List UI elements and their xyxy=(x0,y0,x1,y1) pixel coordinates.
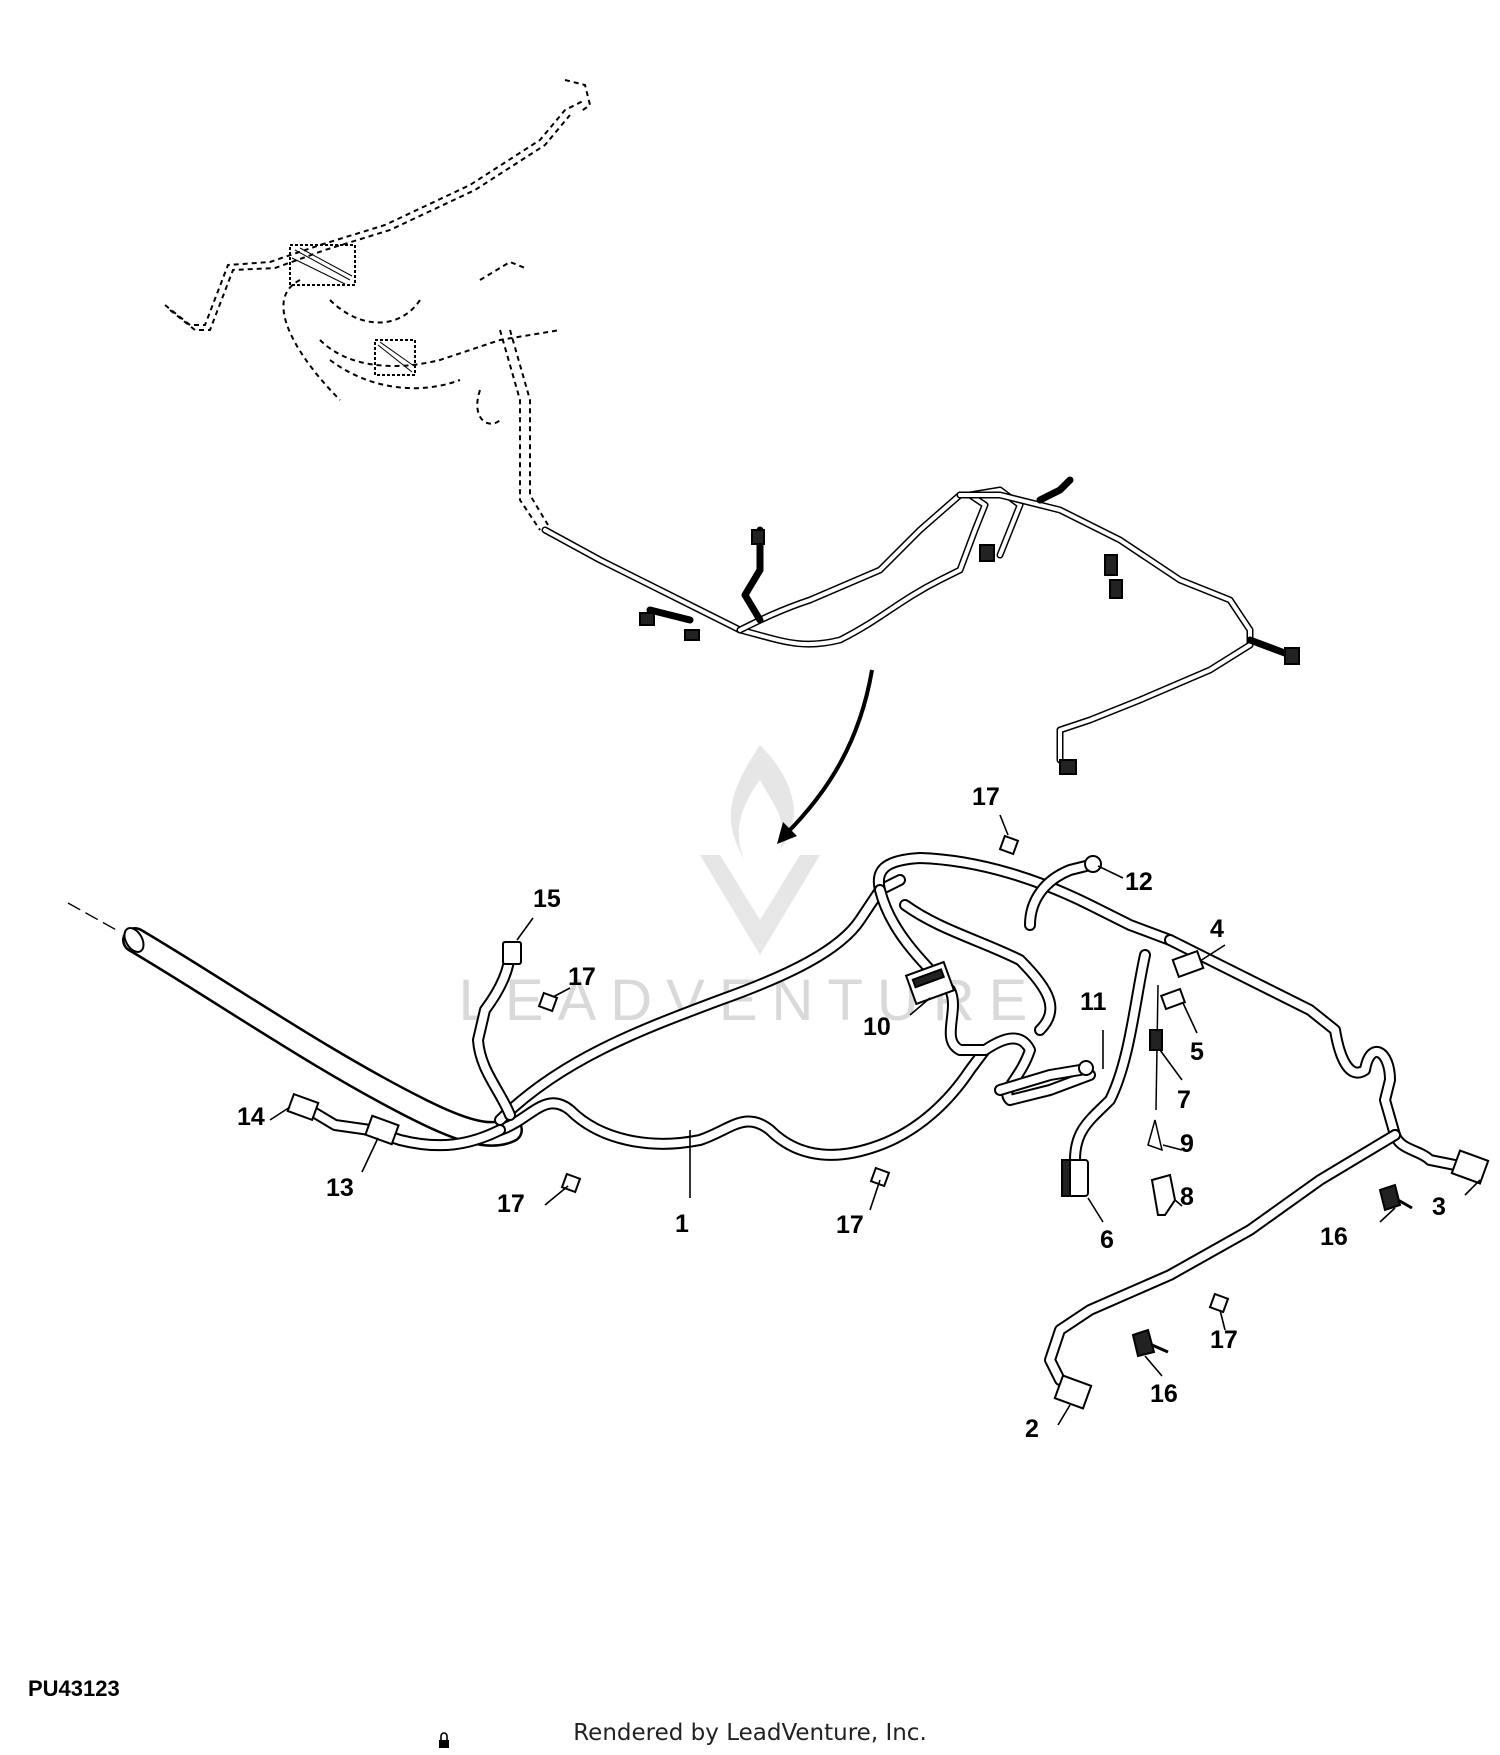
callout-7: 7 xyxy=(1177,1086,1191,1114)
callout-16b: 16 xyxy=(1150,1380,1178,1408)
connectors xyxy=(286,834,1490,1410)
callout-14: 14 xyxy=(237,1103,265,1131)
reference-harness-solid xyxy=(541,476,1300,775)
callout-9: 9 xyxy=(1180,1130,1194,1158)
render-credit[interactable]: Rendered by LeadVenture, Inc. xyxy=(573,1720,927,1746)
connector-7 xyxy=(1149,1029,1163,1051)
callout-6: 6 xyxy=(1100,1226,1114,1254)
fastener-16b xyxy=(1131,1328,1156,1358)
connector-8 xyxy=(1150,1173,1177,1216)
callout-11: 11 xyxy=(1080,988,1107,1016)
connector-15 xyxy=(502,941,522,965)
callout-2: 2 xyxy=(1025,1415,1039,1443)
detail-arrow xyxy=(777,669,874,844)
reference-harness-dashed xyxy=(164,79,592,531)
lock-icon xyxy=(439,1732,449,1748)
main-harness xyxy=(67,852,1461,1386)
callout-3: 3 xyxy=(1432,1193,1446,1221)
callout-17a: 17 xyxy=(972,783,1000,811)
callout-10: 10 xyxy=(863,1013,891,1041)
connector-5 xyxy=(1159,987,1187,1011)
clip-17b xyxy=(537,991,559,1013)
callout-labels: 1 2 3 4 5 6 7 8 9 10 11 12 13 14 15 16 1… xyxy=(237,783,1446,1443)
connector-13 xyxy=(364,1114,400,1146)
callout-13: 13 xyxy=(326,1174,354,1202)
connector-3 xyxy=(1450,1149,1490,1185)
clip-17a xyxy=(998,834,1020,856)
connector-14 xyxy=(286,1092,320,1122)
callout-16a: 16 xyxy=(1320,1223,1348,1251)
connector-2 xyxy=(1053,1374,1093,1410)
callout-1: 1 xyxy=(675,1210,689,1238)
callout-4: 4 xyxy=(1210,915,1224,943)
callout-12: 12 xyxy=(1125,868,1153,896)
clip-17d xyxy=(869,1166,891,1188)
callout-15: 15 xyxy=(533,885,561,913)
watermark-logo xyxy=(700,745,820,955)
connector-4 xyxy=(1171,949,1205,979)
callout-5: 5 xyxy=(1190,1038,1204,1066)
fastener-16a xyxy=(1378,1183,1402,1212)
callout-17b: 17 xyxy=(568,963,596,991)
clip-17e xyxy=(1208,1292,1230,1314)
figure-id: PU43123 xyxy=(28,1676,120,1701)
callout-8: 8 xyxy=(1180,1183,1194,1211)
leader-lines xyxy=(269,814,1481,1426)
callout-17d: 17 xyxy=(836,1211,864,1239)
callout-17e: 17 xyxy=(1210,1326,1238,1354)
callout-17c: 17 xyxy=(497,1190,525,1218)
